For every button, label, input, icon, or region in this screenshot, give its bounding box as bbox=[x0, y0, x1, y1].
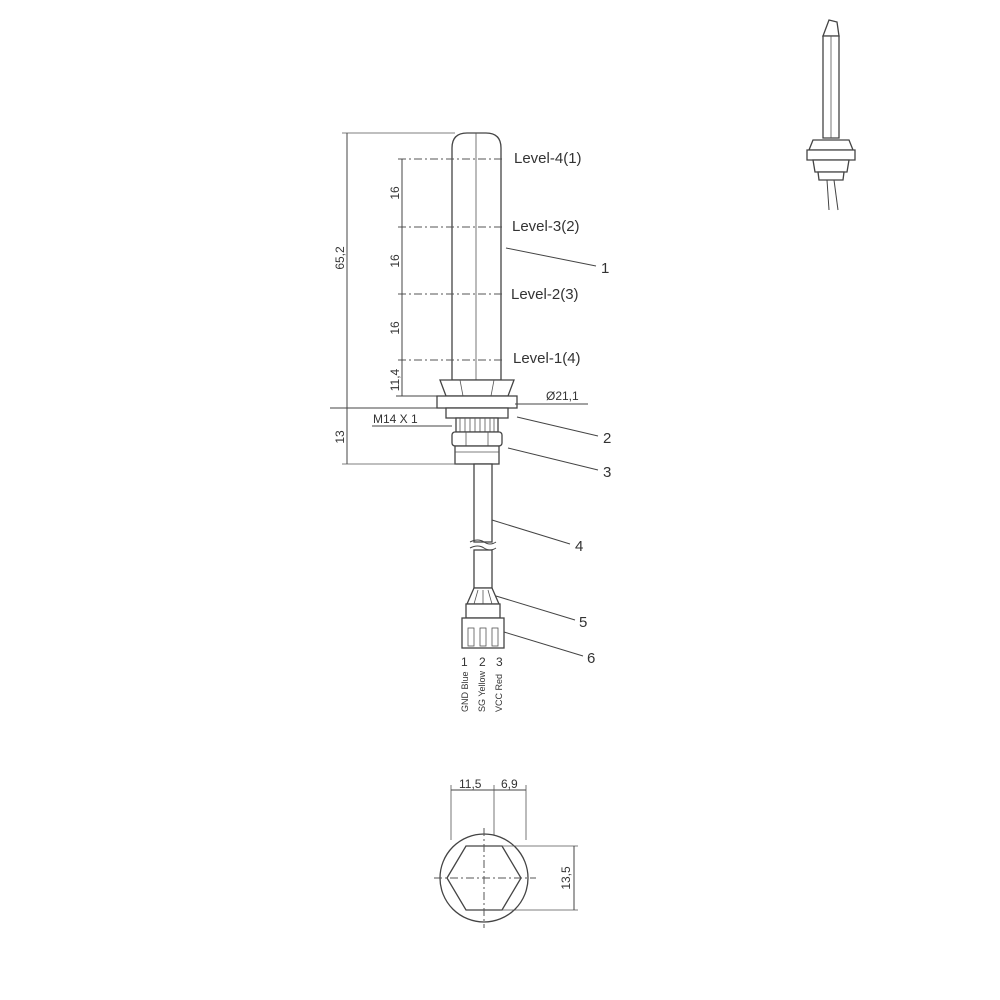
callout-4: 4 bbox=[575, 538, 583, 555]
flange bbox=[436, 395, 518, 409]
level-1-label: Level-1(4) bbox=[513, 350, 581, 367]
hex-left-dim: 11,5 bbox=[459, 777, 482, 791]
level-3-label: Level-3(2) bbox=[512, 218, 580, 235]
callout-1: 1 bbox=[601, 260, 609, 277]
flange-diameter-dim: Ø21,1 bbox=[546, 389, 579, 403]
pin-3-number: 3 bbox=[496, 655, 503, 669]
thread-section bbox=[455, 417, 499, 433]
sensor-isometric-view bbox=[806, 19, 856, 211]
spacing-top-dim: 16 bbox=[388, 186, 402, 200]
pin-1-label: GND Blue bbox=[460, 671, 470, 712]
callout-6: 6 bbox=[587, 650, 595, 667]
level-2-label: Level-2(3) bbox=[511, 286, 579, 303]
dimension-lines-left bbox=[330, 132, 588, 465]
pin-1-number: 1 bbox=[461, 655, 468, 669]
bottom-offset-dim: 11,4 bbox=[388, 368, 402, 391]
cable bbox=[466, 463, 500, 605]
hex-right-dim: 6,9 bbox=[501, 777, 518, 791]
callout-2: 2 bbox=[603, 430, 611, 447]
hex-head bbox=[439, 379, 515, 397]
pin-3-label: VCC Red bbox=[494, 674, 504, 712]
washer bbox=[445, 407, 509, 419]
callout-3: 3 bbox=[603, 464, 611, 481]
spacing-low-dim: 16 bbox=[388, 321, 402, 335]
total-length-dim: 65,2 bbox=[333, 246, 347, 270]
level-lines bbox=[398, 158, 505, 361]
thread-length-dim: 13 bbox=[333, 430, 347, 444]
callout-5: 5 bbox=[579, 614, 587, 631]
level-4-label: Level-4(1) bbox=[514, 150, 582, 167]
lock-nut bbox=[451, 431, 503, 465]
hex-across-flats-dim: 13,5 bbox=[559, 866, 573, 890]
thread-dim: M14 X 1 bbox=[373, 412, 418, 426]
hex-end-view bbox=[434, 785, 578, 928]
spacing-mid-dim: 16 bbox=[388, 254, 402, 268]
connector bbox=[461, 603, 505, 649]
callout-leaders bbox=[491, 247, 599, 657]
pin-2-label: SG Yellow bbox=[477, 670, 487, 712]
pin-2-number: 2 bbox=[479, 655, 486, 669]
pinout: 1 2 3 GND Blue SG Yellow VCC Red bbox=[460, 655, 504, 712]
sensor-tube bbox=[451, 132, 502, 381]
